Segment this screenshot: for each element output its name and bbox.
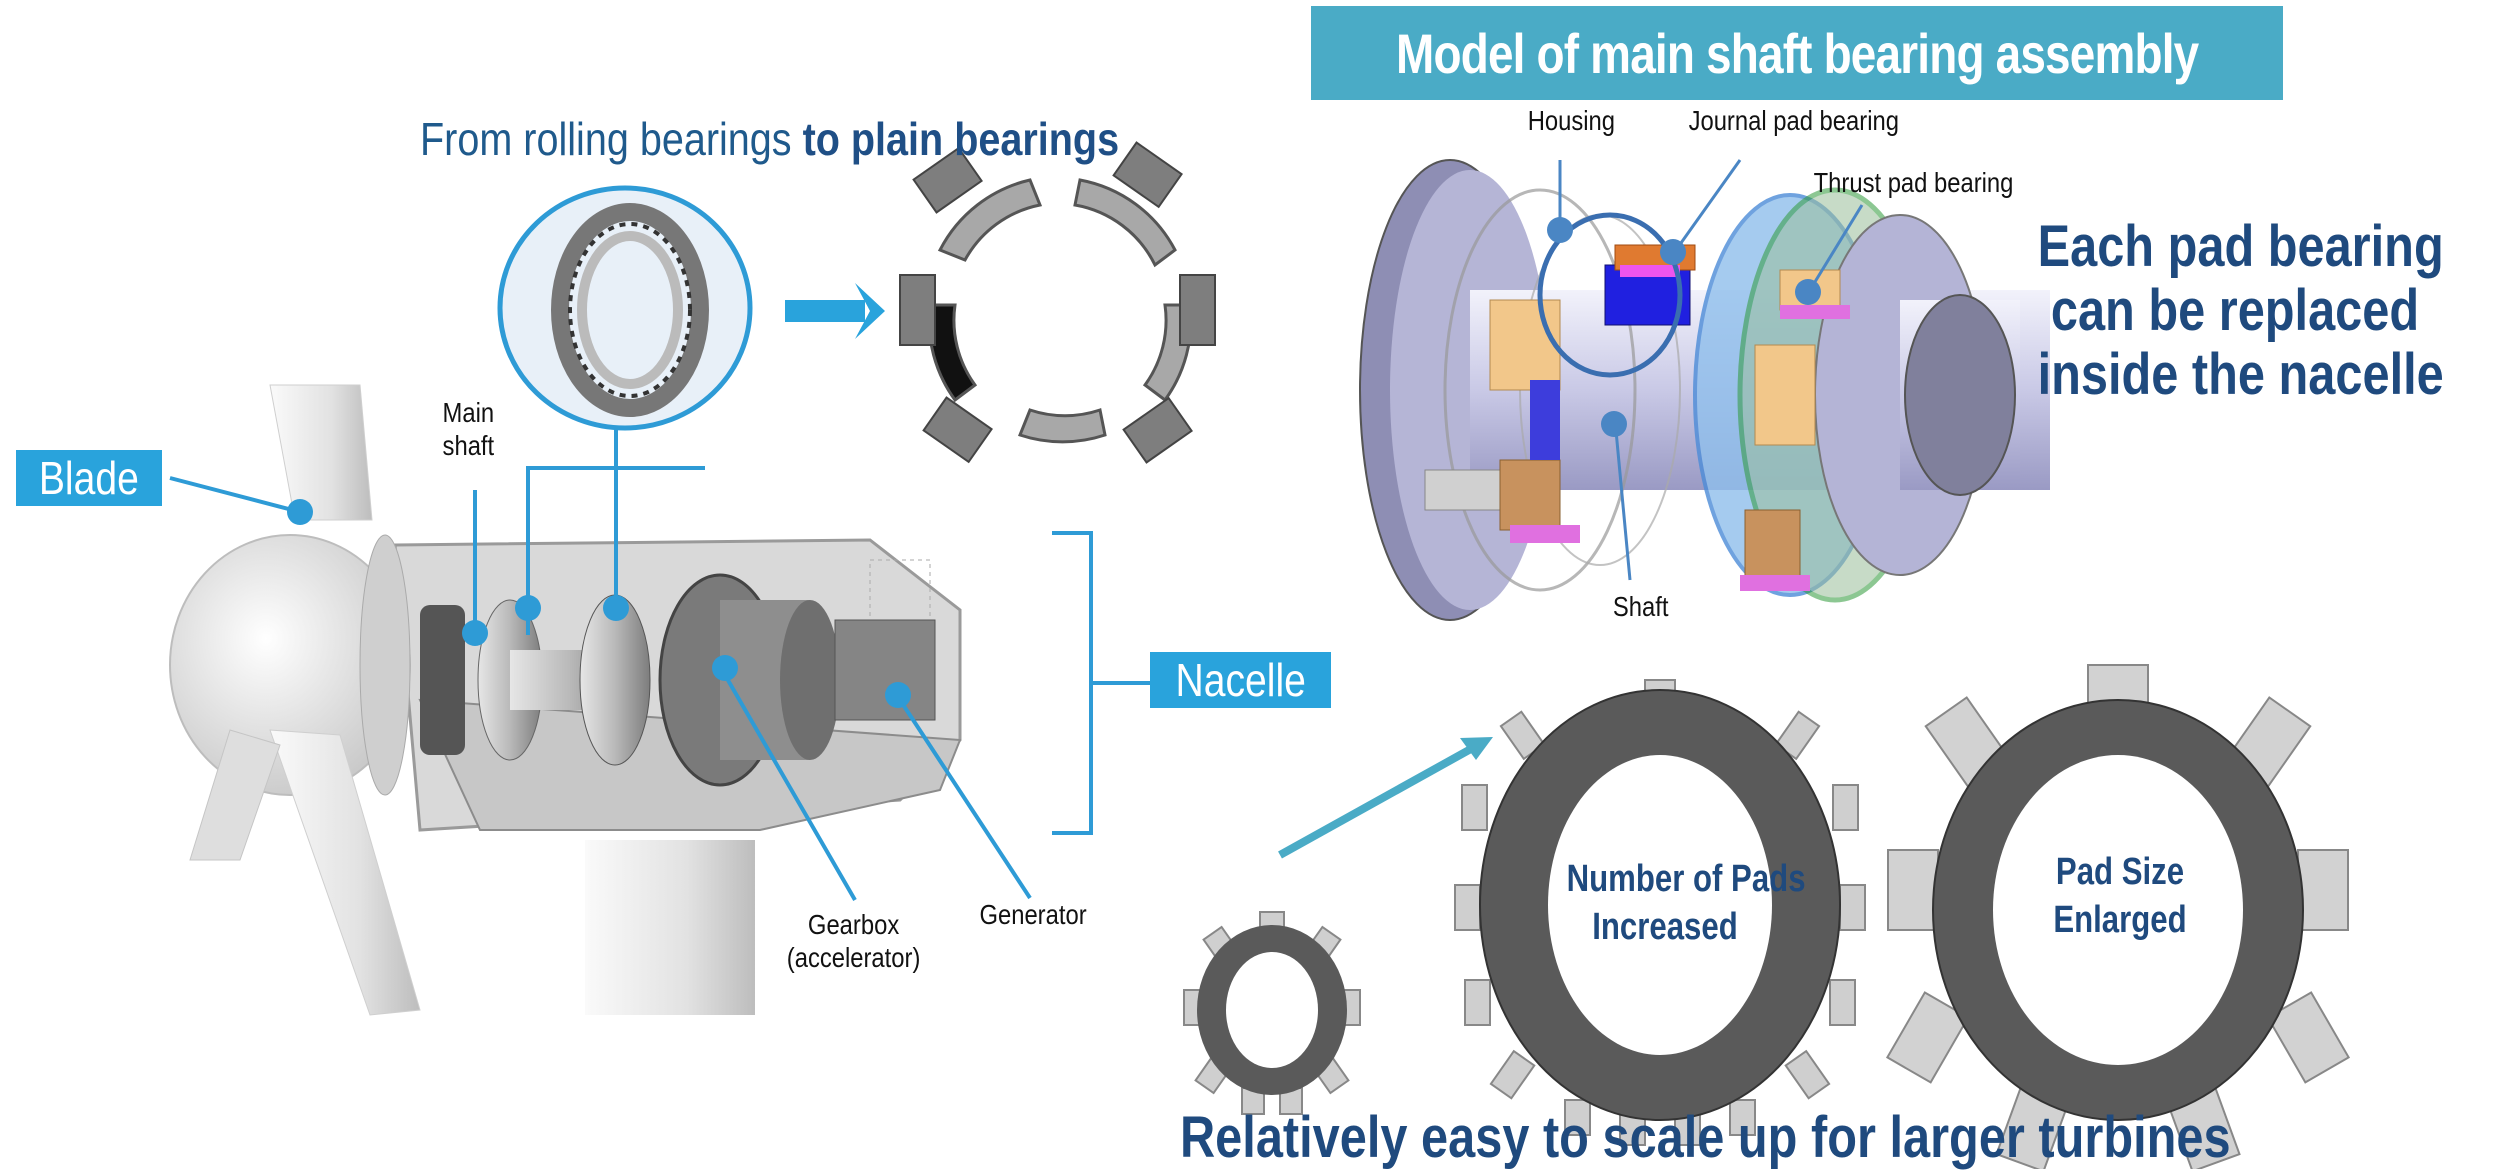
scale-up-arrow-icon: [1278, 737, 1493, 859]
subtitle-regular: From rolling bearings: [420, 113, 803, 165]
shaft-label: Shaft: [1612, 591, 1669, 622]
thrust-pad-bearing-label: Thrust pad bearing: [1813, 167, 2014, 198]
assembly-leader-dots: [1547, 217, 1821, 437]
ring-bigger-pads: [1885, 664, 2351, 1169]
turbine-illustration: [169, 384, 962, 1016]
transition-subtitle: From rolling bearings to plain bearings: [420, 112, 1119, 166]
right-arrow-icon: [785, 283, 885, 339]
bigger-pads-line-2: Enlarged: [2053, 899, 2187, 941]
nacelle-tag-label: Nacelle: [1175, 654, 1306, 706]
leader-lines: [169, 428, 1150, 902]
main-shaft-label: Main shaft: [443, 396, 495, 462]
gearbox-label-line2: (accelerator): [786, 942, 921, 973]
scale-up-caption: Relatively easy to scale up for larger t…: [1180, 1105, 2231, 1170]
header-banner: Model of main shaft bearing assembly: [1311, 6, 2283, 100]
assembly-leader-lines: [1558, 159, 1864, 581]
gearbox-label-line1: Gearbox: [807, 909, 900, 940]
main-shaft-label-line1: Main: [442, 397, 495, 428]
journal-pad-bearing-label: Journal pad bearing: [1688, 105, 1899, 136]
callout-line-1: Each pad bearing: [2037, 214, 2444, 279]
rolling-bearing-illustration: [497, 185, 753, 431]
subtitle-bold: to plain bearings: [802, 113, 1120, 165]
blade-upper: [269, 384, 373, 521]
header-title: Model of main shaft bearing assembly: [1395, 21, 2199, 85]
blade-left: [189, 729, 281, 861]
ring-small: [1183, 911, 1361, 1115]
gear-ring: [420, 605, 465, 755]
tower: [585, 840, 755, 1015]
replaceable-callout: Each pad bearing can be replaced inside …: [2000, 215, 2470, 407]
leader-dots: [287, 499, 911, 708]
bigger-pads-line-1: Pad Size: [2055, 851, 2185, 893]
callout-line-3: inside the nacelle: [2037, 342, 2444, 407]
more-pads-line-2: Increased: [1592, 906, 1738, 948]
journal-pad-highlight-ring: [1537, 212, 1683, 378]
ring-more-pads: [1454, 679, 1866, 1146]
more-pads-label: Number of Pads Increased: [1566, 855, 1806, 951]
housing-label: Housing: [1527, 105, 1616, 136]
main-shaft-label-line2: shaft: [442, 430, 495, 461]
blade-lower: [269, 729, 421, 1016]
blade-tag: Blade: [16, 450, 162, 506]
generator: [834, 619, 936, 721]
assembly-model-illustration: [1359, 159, 2050, 621]
more-pads-line-1: Number of Pads: [1566, 858, 1806, 900]
generator-label: Generator: [979, 899, 1087, 930]
callout-line-2: can be replaced: [2050, 278, 2420, 343]
nacelle-tag: Nacelle: [1150, 652, 1332, 708]
blade-tag-label: Blade: [38, 452, 139, 504]
gearbox-label: Gearbox (accelerator): [787, 908, 921, 974]
plain-bearing-illustration: [899, 141, 1216, 464]
bigger-pads-label: Pad Size Enlarged: [2038, 848, 2202, 944]
